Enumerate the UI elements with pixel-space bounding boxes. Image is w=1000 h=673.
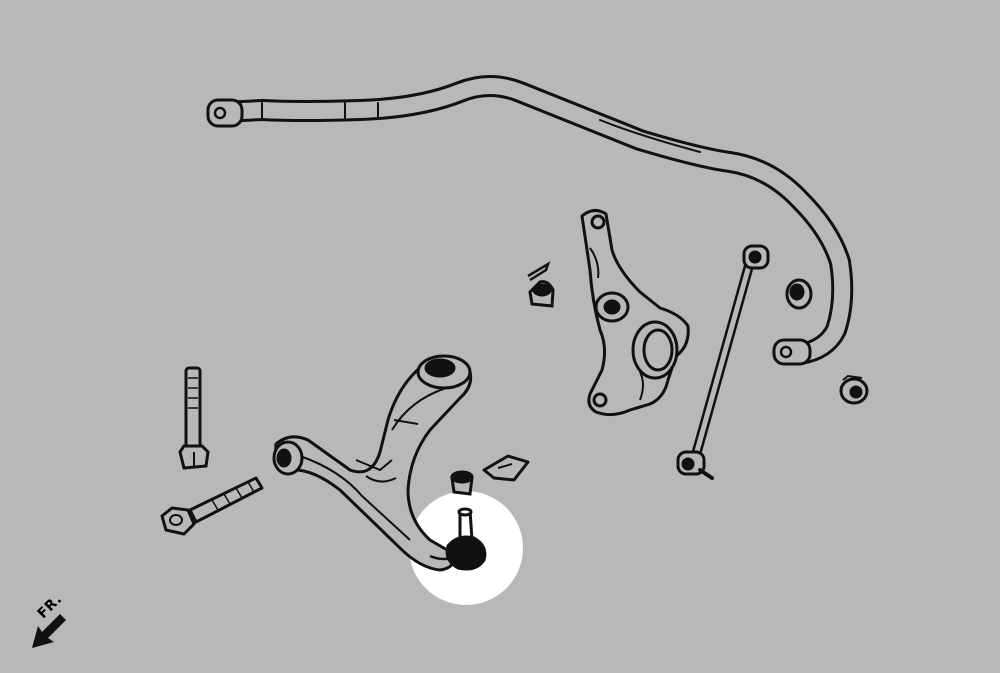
front-direction-arrow-icon [32,614,66,648]
stabilizer-link [676,244,770,480]
small-bushing [839,374,869,405]
bracket-plate [482,454,530,482]
lower-control-arm [272,354,473,572]
clip [527,261,551,282]
stabilizer-bar [206,75,854,366]
horizontal-bolt [160,476,264,536]
bar-bushing [785,278,813,310]
vertical-bolt [178,366,210,470]
ball-joint [429,507,487,571]
nut-cap-left [528,280,555,308]
nut-right [450,470,474,496]
steering-knuckle [580,209,690,417]
